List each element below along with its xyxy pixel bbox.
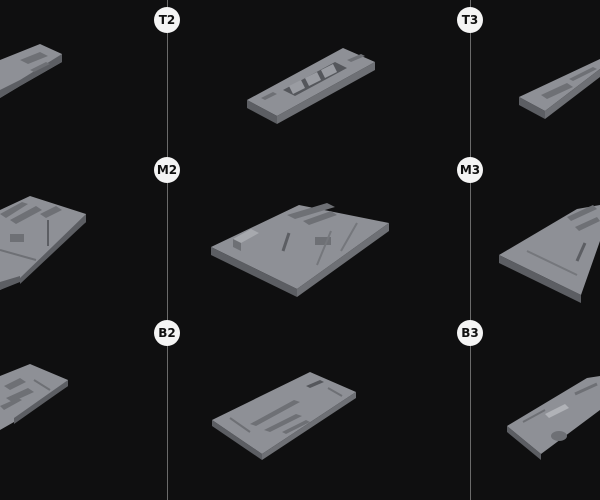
- tile-m2-image: [211, 203, 389, 297]
- label-badge-b3: B3: [457, 320, 483, 346]
- column-divider-2: [167, 0, 168, 500]
- tile-b2-image: [212, 372, 356, 460]
- tile-t1-image: [0, 44, 62, 98]
- tile-m1-image: [0, 196, 86, 290]
- tile-m3-image: [499, 205, 600, 303]
- tile-b1-image: [0, 364, 68, 430]
- tile-t3-image: [519, 59, 600, 119]
- tile-b3-image: [507, 376, 600, 460]
- tile-t2-image: [247, 48, 375, 124]
- column-divider-3: [470, 0, 471, 500]
- label-badge-m2: M2: [154, 157, 180, 183]
- label-badge-m3: M3: [457, 157, 483, 183]
- label-badge-t2: T2: [154, 7, 180, 33]
- label-badge-t3: T3: [457, 7, 483, 33]
- label-badge-b2: B2: [154, 320, 180, 346]
